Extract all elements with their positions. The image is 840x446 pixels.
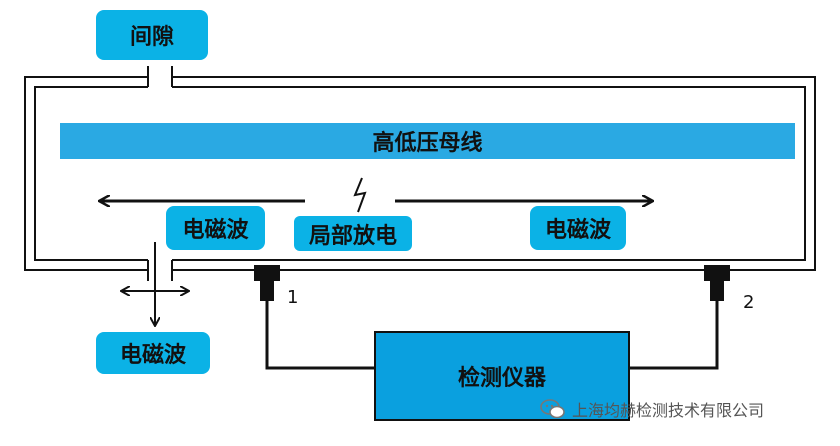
sensor-1-number: 1 [287,287,299,308]
enclosure-inner-wall [34,86,806,261]
em-wave-label-outside: 电磁波 [96,332,210,374]
em-wave-label-left: 电磁波 [166,206,265,250]
bus-bar: 高低压母线 [60,123,795,159]
sensor-1 [254,265,280,301]
cable-1 [265,301,374,370]
partial-discharge-label: 局部放电 [294,216,412,251]
discharge-spark-icon [353,177,367,213]
gap-label: 间隙 [96,10,208,60]
enclosure-outer-wall [24,76,816,271]
detection-instrument: 检测仪器 [374,331,630,421]
wechat-icon [540,399,565,419]
em-wave-label-right: 电磁波 [530,206,626,250]
watermark-text: 上海均赫检测技术有限公司 [572,401,765,420]
watermark: 上海均赫检测技术有限公司 [540,396,764,422]
sensor-2 [704,265,730,301]
cable-2 [630,301,719,370]
sensor-2-number: 2 [743,292,755,313]
